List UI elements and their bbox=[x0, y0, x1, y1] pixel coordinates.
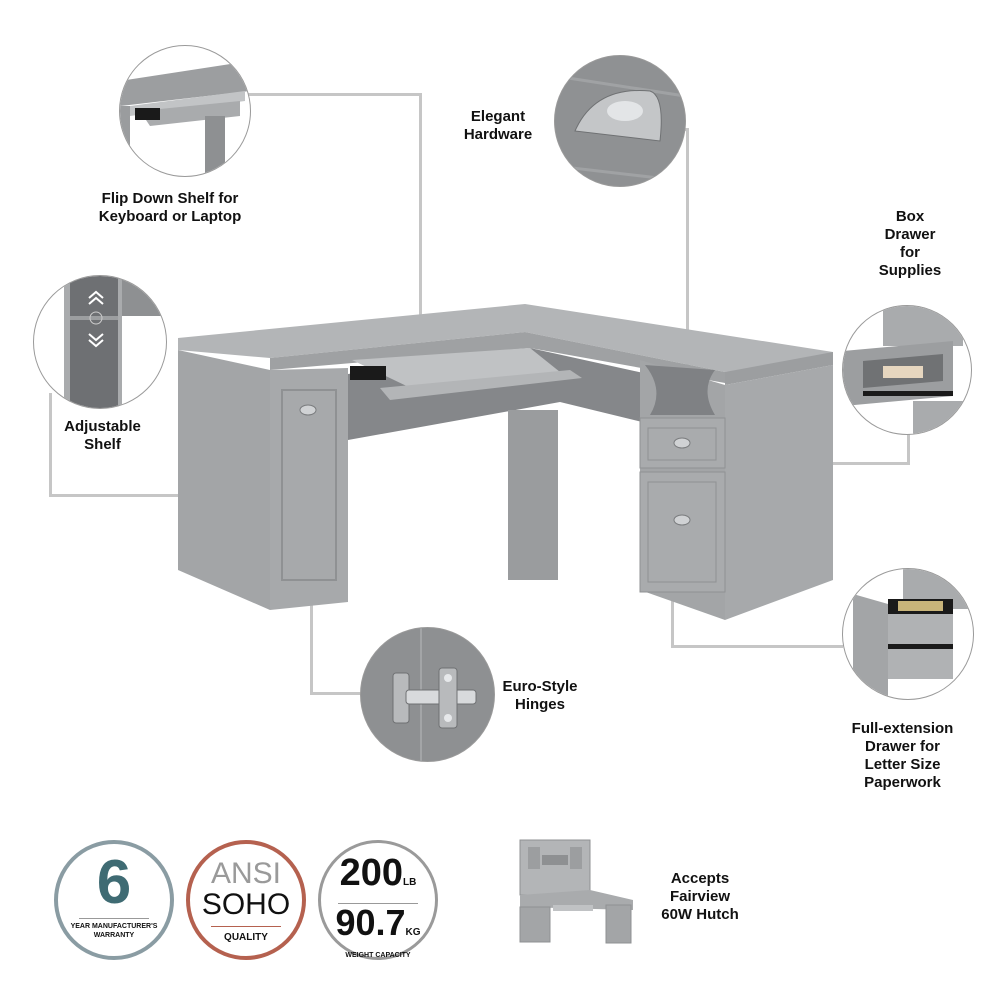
weight-kg-row: 90.7KG bbox=[321, 904, 435, 952]
label-box-drawer-line4: Supplies bbox=[878, 262, 942, 279]
label-adjustable-shelf-line2: Shelf bbox=[84, 436, 121, 453]
weight-lb-row: 200LB bbox=[321, 853, 435, 903]
warranty-divider bbox=[79, 918, 149, 919]
weight-caption: WEIGHT CAPACITY bbox=[345, 952, 411, 959]
label-hardware-line1: Elegant bbox=[470, 108, 526, 125]
label-hardware: Elegant Hardware bbox=[448, 108, 548, 144]
connector-full-ext-h bbox=[671, 645, 843, 648]
label-hinges: Euro-Style Hinges bbox=[490, 678, 590, 714]
label-hutch-line1: Accepts bbox=[670, 870, 730, 887]
badge-warranty: 6 YEAR MANUFACTURER'S WARRANTY bbox=[54, 840, 174, 960]
label-full-extension-line4: Paperwork bbox=[864, 774, 941, 791]
hutch-desk-thumbnail bbox=[519, 839, 633, 944]
connector-hardware-v bbox=[686, 128, 689, 394]
label-hutch-line3: 60W Hutch bbox=[661, 906, 739, 923]
label-flip-shelf-line2: Keyboard or Laptop bbox=[98, 208, 242, 225]
label-box-drawer-line2: Drawer bbox=[884, 226, 936, 243]
label-flip-shelf-line1: Flip Down Shelf for bbox=[101, 190, 239, 207]
connector-box-drawer-v bbox=[907, 420, 910, 465]
weight-divider bbox=[338, 903, 418, 904]
callout-full-extension-image bbox=[842, 568, 974, 700]
connector-adjustable-v bbox=[49, 393, 52, 497]
weight-lb-unit: LB bbox=[403, 877, 417, 888]
label-adjustable-shelf: Adjustable Shelf bbox=[50, 418, 155, 454]
label-hutch-line2: Fairview bbox=[669, 888, 731, 905]
label-flip-shelf: Flip Down Shelf for Keyboard or Laptop bbox=[70, 190, 270, 226]
callout-adjustable-shelf-image bbox=[33, 275, 167, 409]
label-box-drawer-line3: for bbox=[900, 244, 920, 261]
l-shaped-desk-image bbox=[178, 304, 833, 620]
warranty-number: 6 bbox=[96, 848, 132, 917]
weight-kg-value: 90.7 bbox=[335, 902, 406, 943]
weight-kg-unit: KG bbox=[405, 927, 421, 938]
connector-flip-shelf-v bbox=[419, 93, 422, 315]
label-hinges-line1: Euro-Style bbox=[502, 678, 578, 695]
label-adjustable-shelf-line1: Adjustable bbox=[64, 418, 141, 435]
connector-adjustable-h bbox=[49, 494, 222, 497]
label-full-extension: Full-extension Drawer for Letter Size Pa… bbox=[835, 720, 970, 792]
callout-flip-shelf-image bbox=[119, 45, 251, 177]
label-hardware-line2: Hardware bbox=[463, 126, 533, 143]
quality-text: QUALITY bbox=[224, 932, 268, 943]
soho-text: SOHO bbox=[201, 888, 291, 921]
ansi-text: ANSI bbox=[210, 857, 282, 890]
label-box-drawer-line1: Box bbox=[895, 208, 925, 225]
connector-hinges-h bbox=[310, 692, 362, 695]
callout-box-drawer-image bbox=[842, 305, 972, 435]
badge-weight-capacity: 200LB 90.7KG WEIGHT CAPACITY bbox=[318, 840, 438, 960]
warranty-line2: WARRANTY bbox=[93, 932, 135, 939]
callout-hardware-image bbox=[554, 55, 686, 187]
label-hutch: Accepts Fairview 60W Hutch bbox=[650, 870, 750, 924]
label-full-extension-line3: Letter Size bbox=[864, 756, 941, 773]
warranty-line1: YEAR MANUFACTURER'S bbox=[70, 923, 158, 930]
ansi-divider bbox=[211, 926, 281, 927]
badge-ansi-soho: ANSI SOHO QUALITY bbox=[186, 840, 306, 960]
label-hinges-line2: Hinges bbox=[514, 696, 565, 713]
label-box-drawer: Box Drawer for Supplies bbox=[860, 208, 960, 280]
connector-flip-shelf-h bbox=[243, 93, 421, 96]
label-full-extension-line2: Drawer for bbox=[864, 738, 941, 755]
weight-lb-value: 200 bbox=[339, 852, 404, 894]
label-full-extension-line1: Full-extension bbox=[851, 720, 954, 737]
callout-hinges-image bbox=[360, 627, 495, 762]
